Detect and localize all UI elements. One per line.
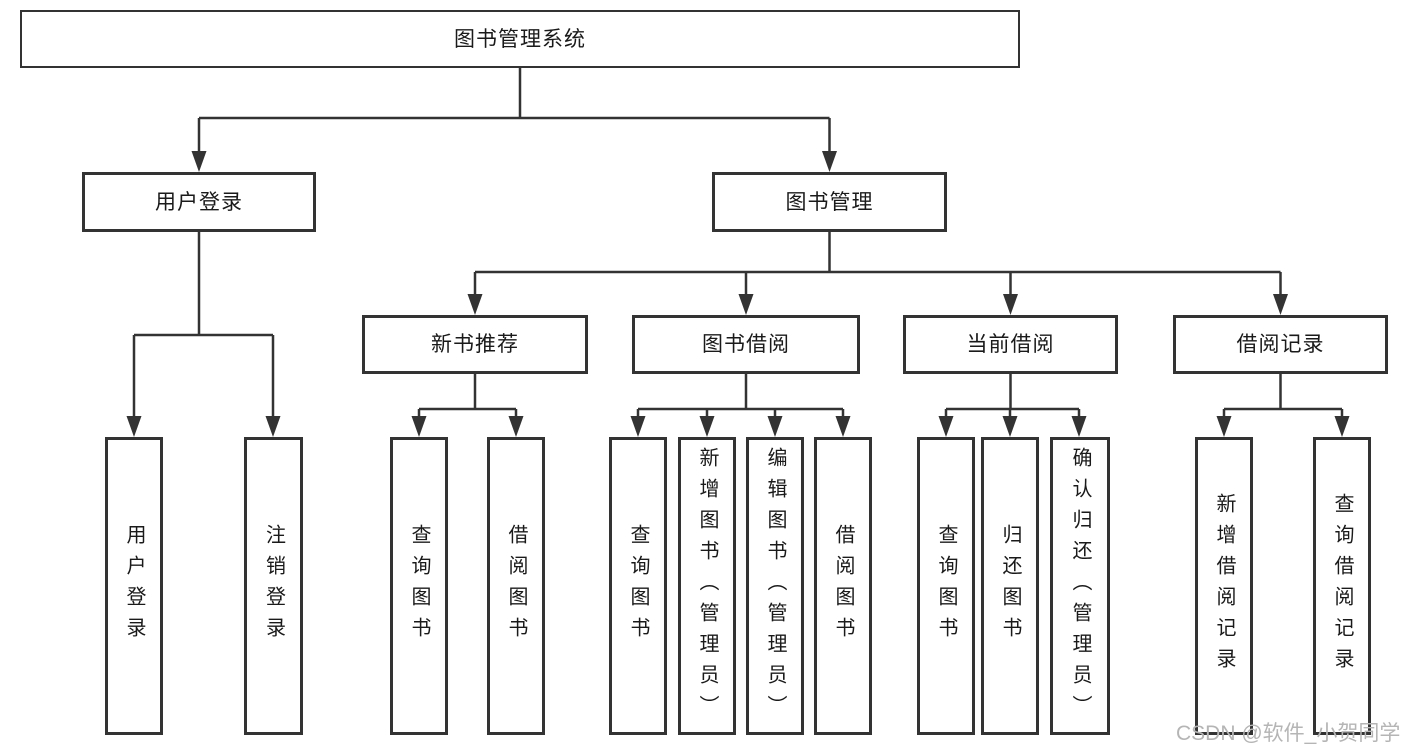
arrowhead-current-borrow <box>1003 294 1018 315</box>
leaf-logout-label: 注销登录 <box>262 524 285 648</box>
arrowhead-leaf-query-book-1 <box>411 416 427 437</box>
connector-root-to-level2 <box>197 68 831 154</box>
leaf-return-book-label: 归还图书 <box>999 524 1021 648</box>
node-current-borrow-label: 当前借阅 <box>966 333 1055 356</box>
arrowhead-leaf-edit-book <box>767 416 783 437</box>
arrowhead-book-borrow <box>738 294 754 315</box>
leaf-query-book-3: 查询图书 <box>917 437 975 735</box>
arrowhead-leaf-logout <box>265 416 281 437</box>
arrowhead-leaf-add-book <box>699 416 715 437</box>
node-root: 图书管理系统 <box>20 10 1020 68</box>
leaf-query-book-2: 查询图书 <box>609 437 667 735</box>
leaf-query-record: 查询借阅记录 <box>1313 437 1371 735</box>
node-current-borrow: 当前借阅 <box>903 315 1118 374</box>
leaf-logout: 注销登录 <box>244 437 303 735</box>
node-borrow-records-label: 借阅记录 <box>1236 333 1325 356</box>
connector-user-login-children <box>132 232 275 418</box>
node-book-management-label: 图书管理 <box>785 190 874 214</box>
arrowhead-new-book-recommend <box>467 294 483 315</box>
arrowhead-leaf-confirm-return <box>1071 416 1087 437</box>
leaf-borrow-book-1-label: 借阅图书 <box>505 524 527 648</box>
arrowhead-user-login <box>191 151 207 172</box>
node-root-label: 图书管理系统 <box>454 27 586 51</box>
leaf-confirm-return: 确认归还（管理员） <box>1050 437 1110 735</box>
node-user-login-label: 用户登录 <box>155 190 243 214</box>
connector-book-management-children <box>473 232 1282 296</box>
connector-borrow-records-children <box>1222 374 1344 418</box>
leaf-return-book: 归还图书 <box>981 437 1039 735</box>
leaf-edit-book: 编辑图书（管理员） <box>746 437 804 735</box>
leaf-user-login-label: 用户登录 <box>123 524 145 648</box>
node-book-management: 图书管理 <box>712 172 947 232</box>
leaf-add-book-label: 新增图书（管理员） <box>696 446 718 726</box>
arrowhead-leaf-return-book <box>1002 416 1018 437</box>
arrowhead-leaf-user-login <box>126 416 142 437</box>
leaf-query-book-3-label: 查询图书 <box>935 524 957 648</box>
arrowhead-leaf-query-record <box>1334 416 1350 437</box>
leaf-query-book-1-label: 查询图书 <box>408 524 430 648</box>
arrowhead-leaf-borrow-book-1 <box>508 416 524 437</box>
node-new-book-recommend: 新书推荐 <box>362 315 588 374</box>
leaf-edit-book-label: 编辑图书（管理员） <box>764 446 786 726</box>
connector-current-borrow-children <box>944 374 1081 418</box>
leaf-query-book-1: 查询图书 <box>390 437 448 735</box>
node-user-login: 用户登录 <box>82 172 316 232</box>
leaf-borrow-book-2: 借阅图书 <box>814 437 872 735</box>
node-new-book-recommend-label: 新书推荐 <box>431 333 519 356</box>
arrowhead-borrow-records <box>1273 294 1288 315</box>
node-book-borrow: 图书借阅 <box>632 315 860 374</box>
node-book-borrow-label: 图书借阅 <box>702 333 790 356</box>
arrowhead-leaf-query-book-2 <box>630 416 646 437</box>
leaf-add-record-label: 新增借阅记录 <box>1213 493 1235 679</box>
csdn-watermark: CSDN @软件_小贺同学 <box>1176 722 1401 745</box>
arrowhead-book-management <box>822 151 837 172</box>
node-borrow-records: 借阅记录 <box>1173 315 1388 374</box>
leaf-add-record: 新增借阅记录 <box>1195 437 1253 735</box>
connector-book-borrow-children <box>636 374 845 418</box>
leaf-borrow-book-1: 借阅图书 <box>487 437 545 735</box>
leaf-borrow-book-2-label: 借阅图书 <box>832 524 854 648</box>
connector-new-book-recommend-children <box>417 374 518 418</box>
leaf-add-book: 新增图书（管理员） <box>678 437 736 735</box>
arrowhead-leaf-add-record <box>1216 416 1232 437</box>
leaf-confirm-return-label: 确认归还（管理员） <box>1069 446 1091 726</box>
leaf-query-record-label: 查询借阅记录 <box>1331 493 1353 679</box>
leaf-query-book-2-label: 查询图书 <box>627 524 649 648</box>
leaf-user-login: 用户登录 <box>105 437 163 735</box>
arrowhead-leaf-query-book-3 <box>938 416 954 437</box>
arrowhead-leaf-borrow-book-2 <box>835 416 851 437</box>
